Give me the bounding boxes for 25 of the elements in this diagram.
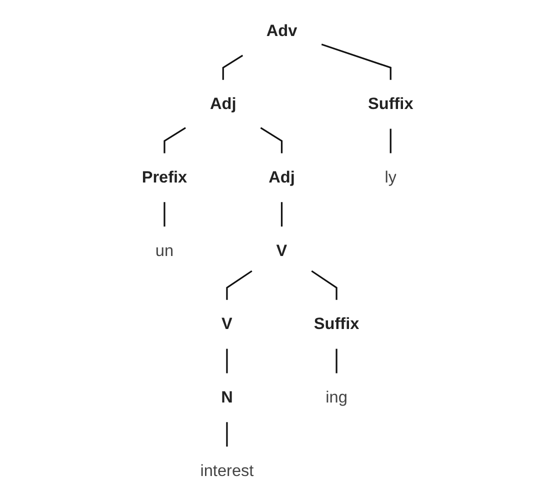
connector	[390, 128, 392, 154]
node-text: Adv	[266, 22, 298, 40]
connector	[222, 54, 244, 80]
connector	[226, 348, 228, 374]
connector	[312, 270, 338, 300]
node-text: un	[156, 242, 174, 260]
connector	[226, 422, 228, 447]
connector	[226, 270, 253, 300]
node-text: N	[222, 388, 234, 407]
connector	[164, 202, 166, 227]
node-text: Prefix	[142, 168, 188, 187]
node-text: ly	[385, 168, 397, 187]
node-text: Suffix	[314, 315, 360, 334]
node-text: V	[222, 315, 233, 334]
connector	[260, 127, 284, 154]
connector	[322, 44, 392, 80]
node-text: ing	[326, 388, 348, 407]
node-text: V	[276, 242, 288, 260]
connector	[336, 348, 338, 374]
connector	[164, 127, 186, 154]
node-text: Adj	[210, 95, 237, 114]
node-text: Adj	[269, 168, 296, 187]
connector	[281, 202, 284, 227]
node-text: interest	[200, 462, 254, 480]
node-text: Suffix	[368, 95, 414, 114]
